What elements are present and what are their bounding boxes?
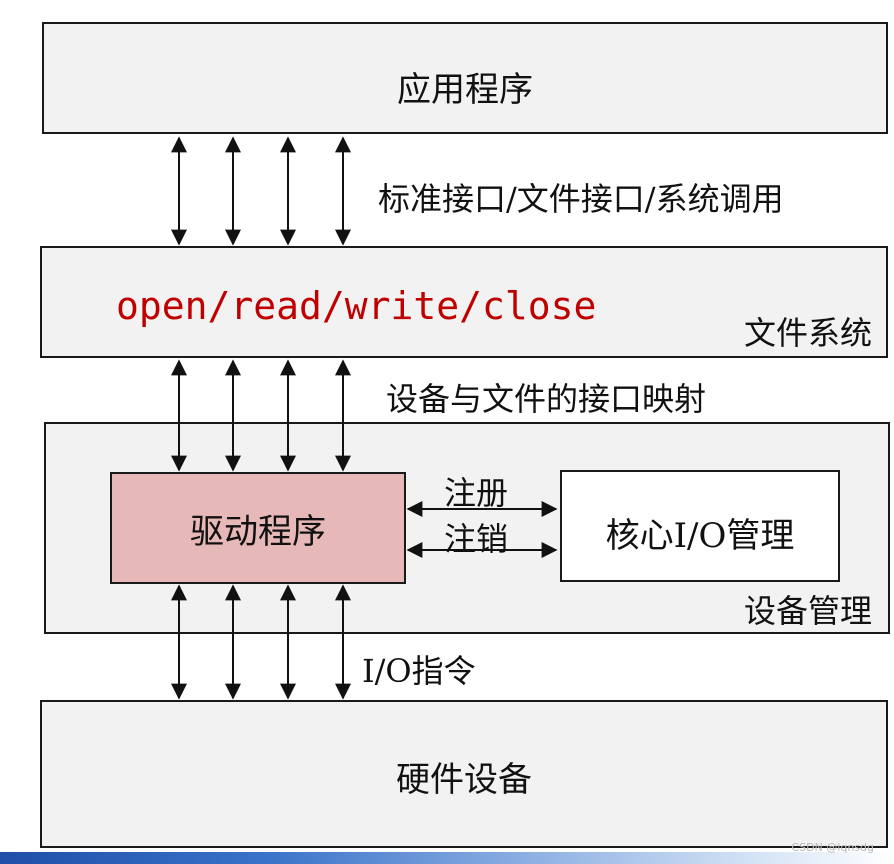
hardware-label: 硬件设备: [396, 760, 532, 800]
application-label: 应用程序: [397, 70, 533, 110]
arrows-fs-driver: [171, 359, 351, 472]
app-fs-connection-label: 标准接口/文件接口/系统调用: [378, 180, 784, 218]
io-core-box: 核心I/O管理: [560, 470, 840, 582]
watermark: CSDN @lqnsdg: [791, 841, 874, 854]
arrows-app-fs: [171, 136, 351, 246]
dev-hw-connection-label: I/O指令: [362, 652, 476, 690]
driver-label: 驱动程序: [190, 512, 326, 552]
driver-box: 驱动程序: [110, 472, 406, 584]
application-layer-box: 应用程序: [42, 22, 888, 134]
device-management-label: 设备管理: [743, 592, 872, 630]
fs-dev-connection-label: 设备与文件的接口映射: [386, 380, 707, 418]
arrows-driver-hw: [171, 584, 351, 700]
arrows-driver-iocore: [406, 501, 558, 558]
footer-gradient-bar: [0, 852, 894, 864]
file-system-label: 文件系统: [743, 314, 872, 352]
file-system-calls: open/read/write/close: [116, 284, 597, 328]
device-management-layer-box: 驱动程序 核心I/O管理 注册 注销 设备管理: [44, 422, 890, 634]
io-core-label: 核心I/O管理: [605, 516, 795, 556]
hardware-layer-box: 硬件设备: [40, 700, 888, 848]
file-system-layer-box: open/read/write/close 文件系统: [40, 246, 888, 358]
